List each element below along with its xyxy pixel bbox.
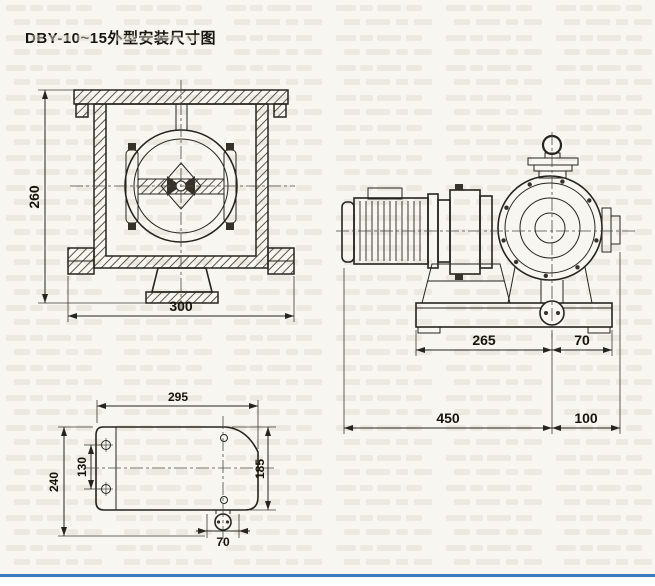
dim-side-overall: 450 bbox=[343, 268, 553, 434]
plan-port-offset-label: 70 bbox=[216, 535, 230, 549]
dim-plan-bolt-spacing: 130 bbox=[75, 444, 101, 490]
side-outlet-to-edge-label: 70 bbox=[574, 332, 590, 348]
side-centerlines bbox=[336, 132, 636, 338]
dim-plan-port-offset: 70 bbox=[196, 514, 250, 549]
base-plate bbox=[415, 302, 613, 334]
page-footer bbox=[0, 574, 655, 586]
pump-head bbox=[497, 175, 603, 281]
plan-body-depth-label: 185 bbox=[253, 459, 267, 479]
motor-fins bbox=[359, 201, 421, 261]
front-feet bbox=[67, 247, 295, 275]
plan-bolt-spacing-label: 130 bbox=[75, 457, 89, 477]
front-pedestal bbox=[145, 267, 219, 304]
front-width-label: 300 bbox=[169, 298, 193, 314]
dim-front-width: 300 bbox=[67, 276, 295, 322]
plan-centerlines bbox=[86, 416, 274, 543]
front-view: 260 300 bbox=[26, 80, 295, 322]
dim-front-height: 260 bbox=[26, 89, 146, 304]
plan-outline bbox=[95, 426, 259, 511]
side-base-span-label: 265 bbox=[472, 332, 496, 348]
front-height-label: 260 bbox=[26, 185, 42, 209]
bleed-through-texture bbox=[0, 0, 655, 572]
dim-plan-depth: 240 bbox=[47, 426, 205, 537]
side-outlet-to-flange-label: 100 bbox=[574, 410, 598, 426]
side-overall-label: 450 bbox=[436, 410, 460, 426]
dim-side-base-span: 265 bbox=[415, 330, 613, 356]
dim-side-outlet-to-edge: 70 bbox=[552, 332, 612, 353]
pump-head-supports bbox=[507, 261, 593, 304]
footer-margin bbox=[0, 577, 655, 586]
footer-rule bbox=[0, 574, 655, 577]
dim-side-outlet-to-flange: 100 bbox=[552, 252, 621, 434]
suction-flange bbox=[601, 207, 621, 253]
plan-width-label: 295 bbox=[168, 390, 188, 404]
plan-view: 295 240 130 bbox=[47, 390, 276, 549]
side-view: 265 70 450 100 bbox=[336, 132, 636, 434]
motor-terminal-box bbox=[367, 187, 403, 200]
plan-depth-label: 240 bbox=[47, 472, 61, 492]
dim-plan-width: 295 bbox=[96, 390, 259, 449]
dim-plan-body-depth: 185 bbox=[232, 426, 276, 511]
drive-coupling bbox=[427, 184, 493, 280]
plan-bolt-holes bbox=[99, 434, 228, 504]
front-centerlines bbox=[70, 80, 295, 310]
